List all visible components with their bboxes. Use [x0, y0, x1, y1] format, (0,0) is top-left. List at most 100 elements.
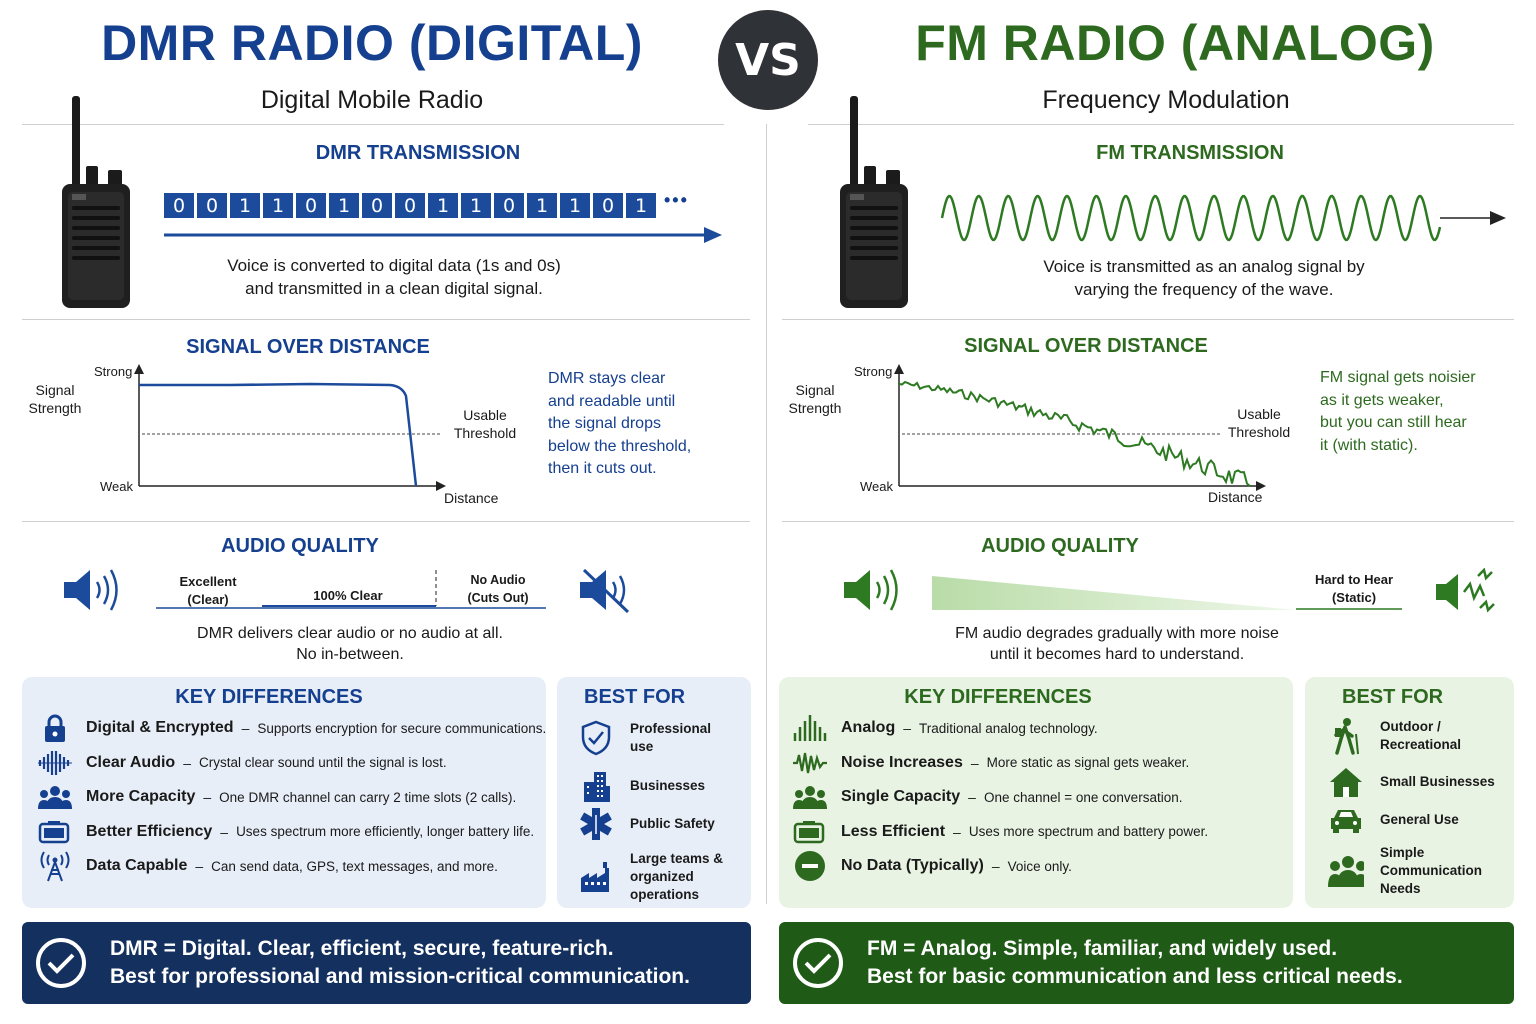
kd-desc: Uses more spectrum and battery power.	[968, 824, 1209, 839]
banner-line: FM = Analog. Simple, familiar, and widel…	[867, 937, 1338, 960]
axis-arrow	[1256, 481, 1266, 491]
antenna-icon	[38, 851, 72, 882]
kd-dash: –	[241, 720, 250, 736]
minus-circle-icon	[793, 851, 827, 881]
axis-arrow	[436, 481, 446, 491]
key-difference-row: More Capacity–One DMR channel can carry …	[38, 782, 516, 812]
dmr-distance-chart	[134, 364, 446, 491]
y-axis-label: Signal Strength	[784, 381, 846, 417]
best-for-item: Simple Communication Needs	[1328, 844, 1482, 898]
bars-icon	[793, 713, 827, 743]
people-icon	[793, 782, 827, 812]
bit-cell: 1	[230, 193, 260, 218]
audio-scale	[156, 570, 546, 609]
key-difference-row: Analog–Traditional analog technology.	[793, 713, 1098, 743]
kd-dash: –	[903, 720, 912, 736]
best-for-item: Businesses	[578, 768, 705, 804]
kd-desc: One channel = one conversation.	[983, 789, 1183, 805]
kd-label: Digital & Encrypted	[86, 719, 234, 736]
kd-desc: Traditional analog technology.	[919, 720, 1098, 736]
note-line: but you can still hear	[1320, 414, 1467, 431]
kd-desc: Crystal clear sound until the signal is …	[199, 755, 447, 770]
caption-line: Voice is transmitted as an analog signal…	[1043, 257, 1365, 276]
threshold-label: Usable Threshold	[1222, 405, 1296, 441]
note-line: the signal drops	[548, 415, 661, 432]
bit-cell: 1	[626, 193, 656, 218]
divider	[22, 124, 724, 125]
dmr-subtitle: Digital Mobile Radio	[260, 86, 484, 114]
bf-label: Simple Communication Needs	[1380, 845, 1483, 896]
hard-line: Hard to Hear	[1314, 572, 1394, 587]
degradation-wedge	[932, 576, 1402, 610]
kd-label: More Capacity	[86, 788, 196, 805]
note-line: as it gets weaker,	[1320, 391, 1444, 409]
hiker-icon	[1328, 718, 1364, 755]
strong-label: Strong	[854, 364, 893, 379]
kd-dash: –	[991, 858, 1000, 874]
kd-label: Less Efficient	[841, 822, 946, 840]
star-of-life-icon	[578, 806, 614, 842]
building-icon	[578, 768, 614, 804]
bf-label: General Use	[1380, 812, 1459, 827]
bit-cell: 1	[560, 193, 590, 218]
banner-line: Best for professional and mission-critic…	[110, 965, 690, 988]
kd-label: No Data (Typically)	[841, 857, 984, 874]
banner-text: FM = Analog. Simple, familiar, and widel…	[867, 935, 1403, 991]
bit-cell: 0	[494, 193, 524, 218]
axis-arrow	[134, 364, 144, 374]
bit-cell: 1	[461, 193, 491, 218]
note-line: it (with static).	[1320, 436, 1418, 454]
bit-cell: 0	[395, 193, 425, 218]
bit-cell: 0	[164, 193, 194, 218]
kd-dash: –	[970, 754, 979, 771]
key-difference-row: Digital & Encrypted–Supports encryption …	[38, 713, 546, 743]
static-speaker-icon	[1436, 568, 1495, 613]
divider	[808, 124, 1514, 125]
kd-label: Single Capacity	[841, 788, 961, 805]
no-audio-line: No Audio	[470, 573, 526, 587]
fm-bf-title: BEST FOR	[1342, 686, 1444, 708]
key-difference-row: Less Efficient–Uses more spectrum and ba…	[793, 817, 1208, 847]
battery-icon	[38, 817, 72, 847]
kd-label: Better Efficiency	[86, 822, 213, 840]
fm-subtitle: Frequency Modulation	[1042, 86, 1290, 114]
bf-label: Small Businesses	[1380, 774, 1495, 789]
lock-icon	[38, 713, 72, 743]
bf-label: Professional use	[630, 721, 712, 754]
caption-line: DMR delivers clear audio or no audio at …	[197, 625, 503, 642]
kd-dash: –	[220, 823, 229, 840]
key-difference-row: Data Capable–Can send data, GPS, text me…	[38, 851, 498, 882]
center-divider	[766, 124, 767, 904]
fm-transmission-caption: Voice is transmitted as an analog signal…	[954, 255, 1454, 301]
strong-label: Strong	[94, 364, 133, 379]
house-icon	[1328, 764, 1364, 800]
key-difference-row: Single Capacity–One channel = one conver…	[793, 782, 1182, 812]
no-audio-label: No Audio (Cuts Out)	[458, 571, 538, 607]
dmr-signal-line	[139, 382, 418, 487]
bit-cell: 0	[593, 193, 623, 218]
car-icon	[1328, 802, 1364, 838]
note-line: DMR stays clear	[548, 370, 666, 387]
kd-desc: One DMR channel can carry 2 time slots (…	[219, 789, 517, 805]
caption-line: until it becomes hard to understand.	[989, 646, 1245, 663]
bit-cell: 1	[527, 193, 557, 218]
fm-title: FM RADIO (ANALOG)	[915, 15, 1435, 71]
bit-cell: 1	[428, 193, 458, 218]
key-difference-row: Noise Increases–More static as signal ge…	[793, 748, 1189, 778]
arrow-right-icon	[164, 227, 722, 243]
kd-desc: Voice only.	[1007, 858, 1072, 874]
fm-kd-title: KEY DIFFERENCES	[904, 686, 1092, 708]
dmr-key-differences-panel	[22, 677, 546, 908]
banner-text: DMR = Digital. Clear, efficient, secure,…	[110, 935, 690, 991]
best-for-item: Professional use	[578, 720, 711, 756]
key-difference-row: Clear Audio–Crystal clear sound until th…	[38, 748, 447, 778]
divider	[22, 521, 750, 522]
no-audio-line: (Cuts Out)	[467, 591, 529, 605]
excellent-line: (Clear)	[187, 592, 229, 607]
best-for-item: Large teams & organized operations	[578, 850, 723, 904]
fm-audio-caption: FM audio degrades gradually with more no…	[912, 623, 1322, 665]
threshold-line: Usable	[463, 407, 507, 423]
excellent-line: Excellent	[179, 574, 237, 589]
